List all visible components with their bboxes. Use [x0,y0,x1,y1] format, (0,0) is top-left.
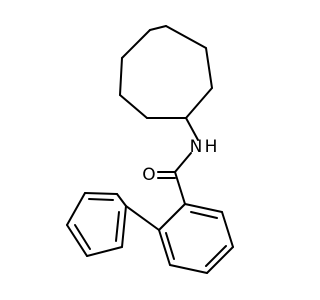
bond-biaryl [125,205,160,231]
benzamide-ring [158,203,234,274]
bond [169,264,208,274]
bond [165,25,207,49]
bond-inner [165,232,175,260]
bond [66,192,86,226]
phenyl-ring [66,192,127,257]
molecule-svg: N H O [66,25,234,274]
bond [158,203,186,231]
bond [119,57,123,96]
bond [66,224,88,257]
bond-inner [74,224,91,250]
bond [116,193,127,207]
bond [185,87,213,119]
bond [121,205,127,248]
bond-inner [205,245,227,267]
bond-ring-n [185,117,199,141]
bond [84,192,118,195]
hydrogen-label: H [205,137,218,157]
molecule-diagram: N H O [66,25,234,274]
bond [149,25,167,31]
bond [221,211,234,248]
bond [206,246,234,274]
nitrogen-label: N [190,137,203,157]
bond-carbonyl-ring [174,171,186,205]
bond [86,246,123,257]
bond [205,47,213,89]
bond [184,203,223,213]
bond [158,229,171,266]
bond-inner [115,211,120,242]
bond-inner [88,198,114,201]
bond [119,94,148,119]
oxygen-label: O [142,165,155,185]
bond-n-carbonyl [174,152,192,173]
cyclooctyl-ring [119,25,213,119]
bond [121,29,151,59]
bond-inner [190,211,218,219]
